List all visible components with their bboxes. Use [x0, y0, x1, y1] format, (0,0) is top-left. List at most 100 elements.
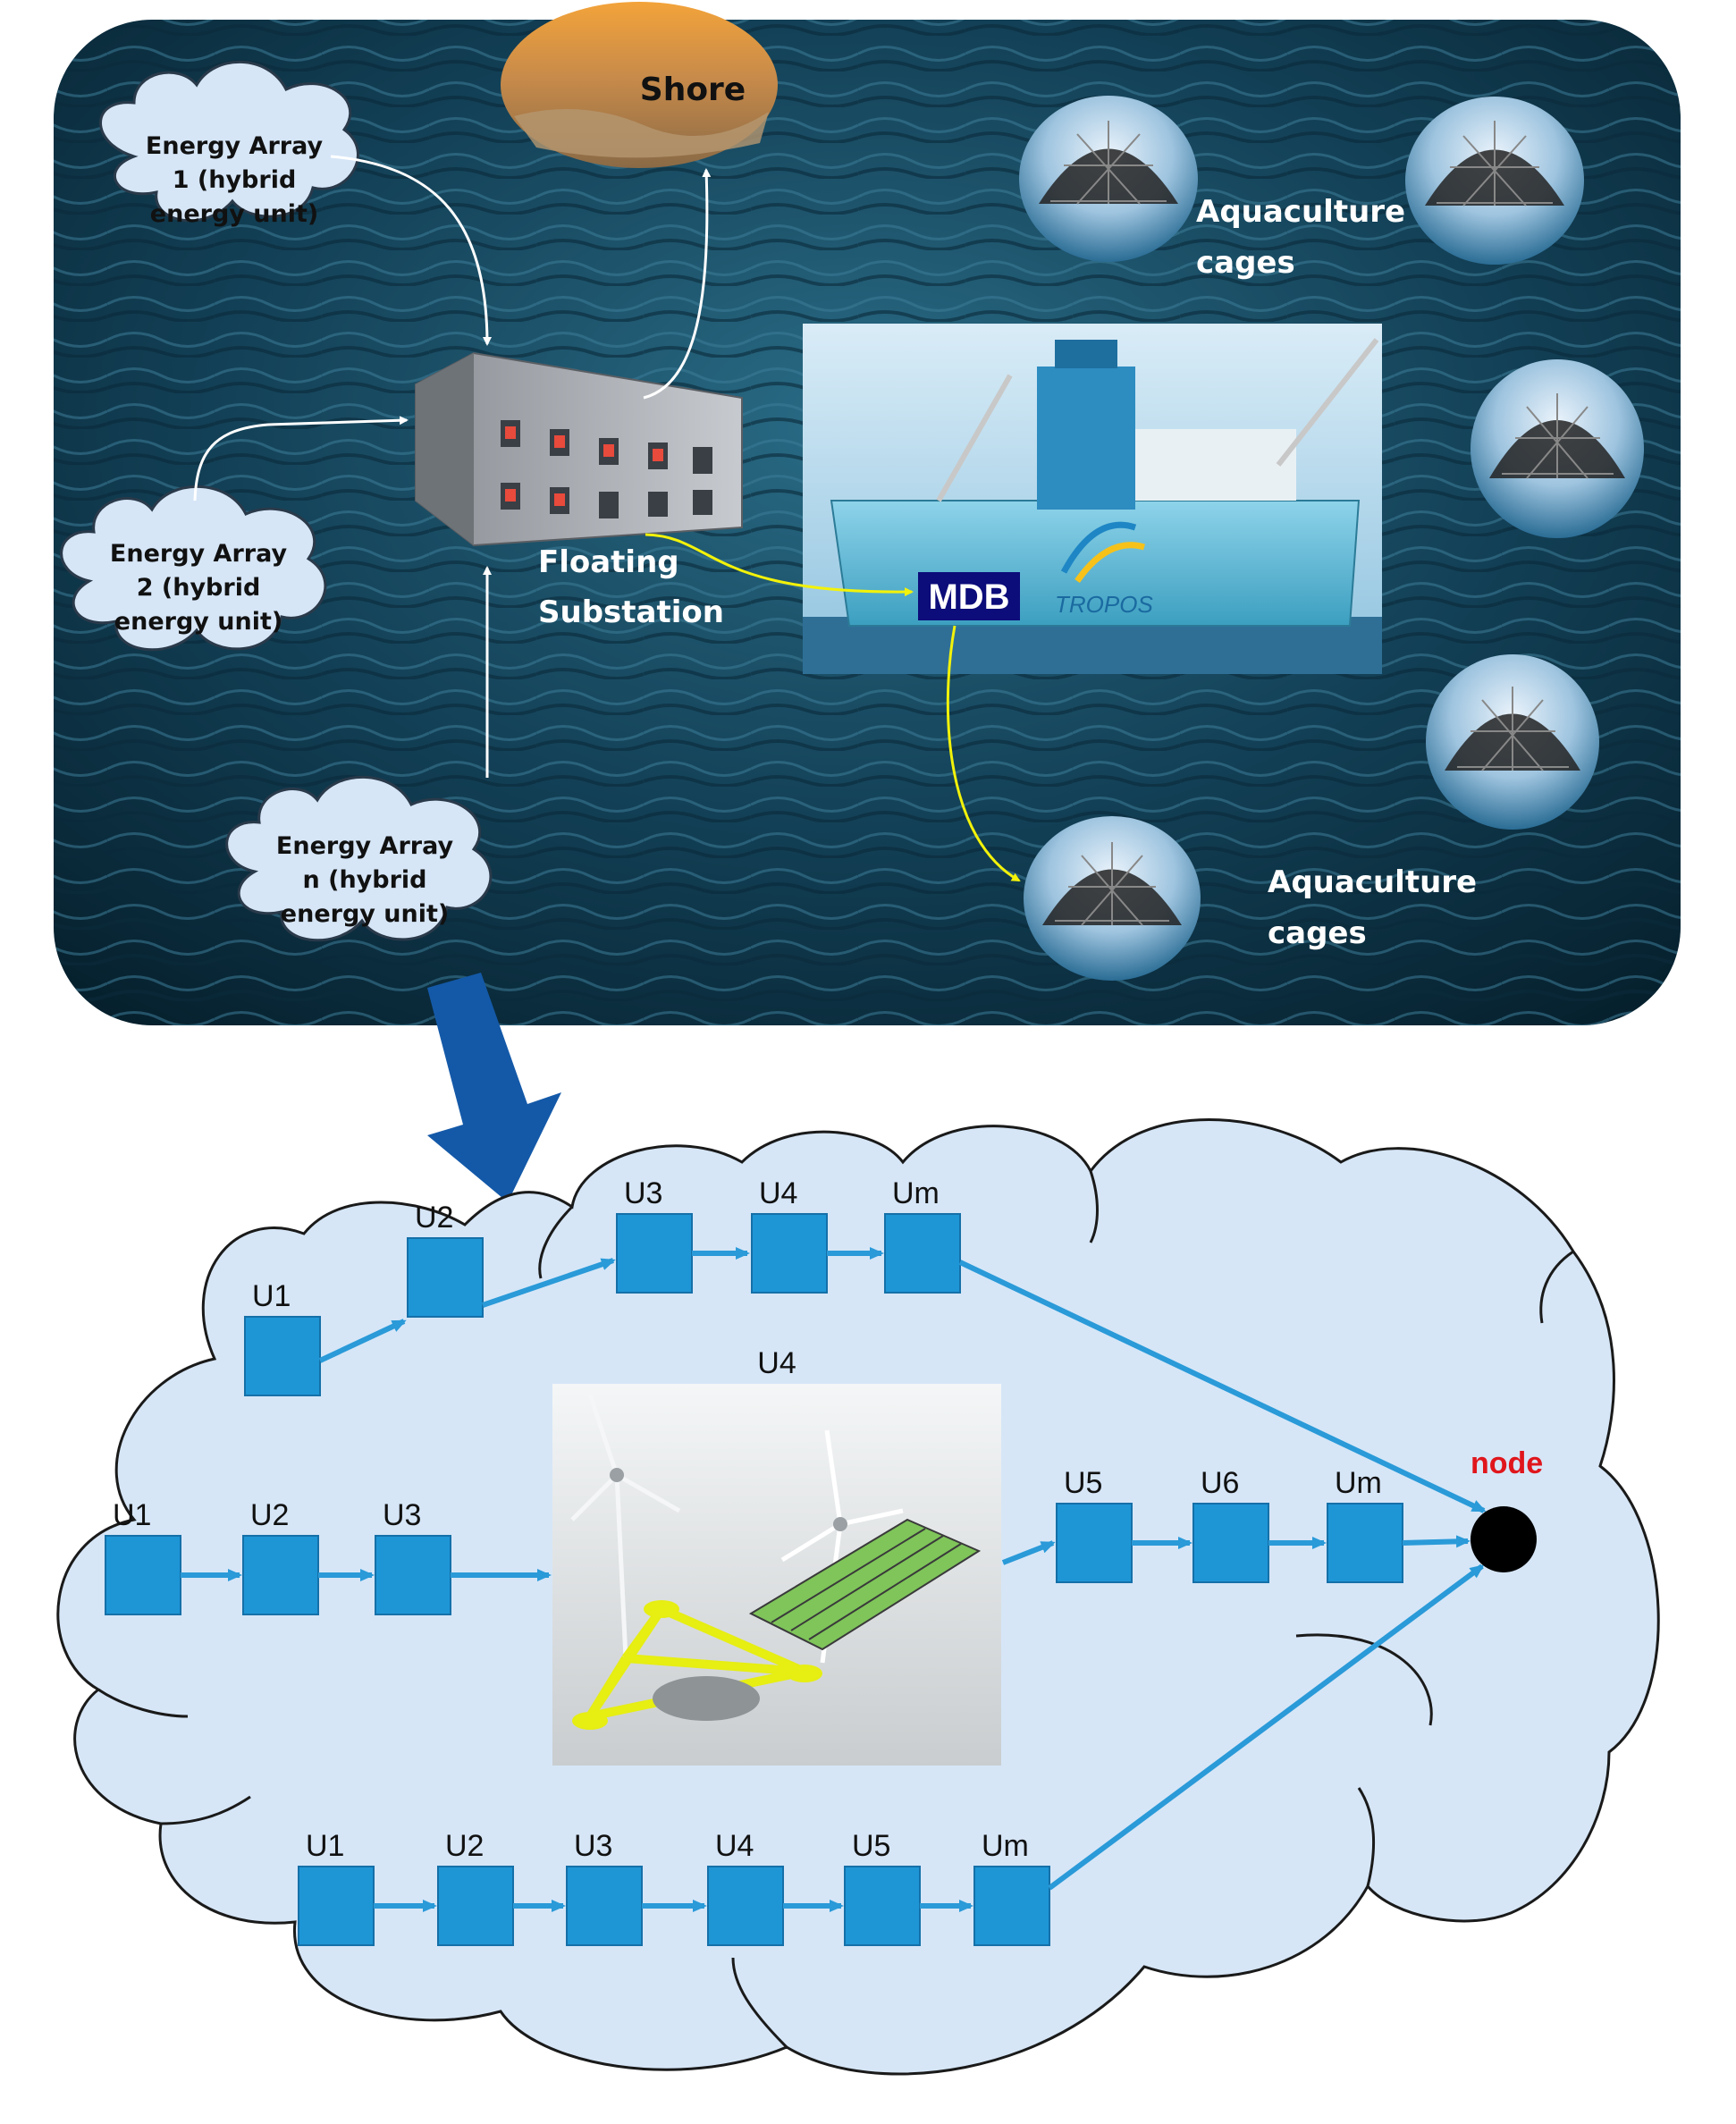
unit-label: U3: [383, 1498, 421, 1532]
unit-label: U1: [252, 1279, 291, 1313]
link-array2-to-substation: [193, 416, 409, 502]
unit-label: Um: [1335, 1466, 1382, 1500]
turbine-1: [570, 1394, 681, 1659]
energy-array-1-line1: Energy Array: [146, 132, 324, 160]
unit-label: U2: [445, 1829, 484, 1863]
floating-substation-image: [415, 351, 743, 547]
link-array1-to-substation: [330, 155, 492, 346]
hybrid-unit-label: U4: [757, 1346, 796, 1380]
unit-label: U3: [624, 1176, 662, 1210]
turbine-1-hub: [610, 1468, 624, 1482]
floating-substation-line1: Floating: [538, 544, 679, 580]
unit-label: U2: [250, 1498, 289, 1532]
unit-label: U1: [306, 1829, 344, 1863]
energy-array-1: Energy Array 1 (hybrid energy unit): [99, 60, 359, 228]
cages-label-1-line1: Aquaculture: [1196, 194, 1405, 230]
cage-2: [1405, 97, 1584, 265]
unit-box: [105, 1535, 181, 1615]
floating-substation-line2: Substation: [538, 594, 724, 630]
foundation-float-2: [644, 1600, 679, 1618]
switchgear-side: [416, 353, 474, 545]
unit-box: [1327, 1503, 1403, 1583]
unit-box: [244, 1316, 321, 1396]
mdb-box: [918, 572, 1020, 620]
unit-box: [751, 1213, 828, 1294]
node-label: node: [1471, 1446, 1543, 1480]
unit-arrow: [482, 1258, 616, 1308]
energy-array-n: Energy Array n (hybrid energy unit): [225, 775, 493, 942]
cloud-shape: [60, 485, 327, 652]
energy-array-n-line3: energy unit): [281, 900, 449, 928]
foundation-hub: [653, 1676, 760, 1721]
cage-5: [1024, 816, 1201, 981]
foundation-float-1: [572, 1712, 608, 1730]
switchgear-indicators: [505, 426, 663, 506]
tropos-logo: TROPOS: [1055, 521, 1153, 618]
energy-array-1-line3: energy unit): [150, 200, 318, 228]
energy-array-2-line1: Energy Array: [110, 540, 288, 568]
unit-box: [844, 1866, 921, 1946]
energy-array-2-line3: energy unit): [114, 608, 282, 636]
unit-label: Um: [892, 1176, 940, 1210]
cloud-shape: [225, 775, 493, 942]
cage-1: [1019, 96, 1198, 262]
unit-arrow: [318, 1319, 407, 1363]
shore-label: Shore: [640, 72, 746, 108]
solar-platform: [748, 1518, 982, 1651]
cage-3: [1471, 359, 1644, 538]
ship-image: TROPOS: [803, 324, 1382, 674]
unit-label: U6: [1201, 1466, 1239, 1500]
cage-4: [1426, 654, 1599, 830]
unit-box: [884, 1213, 961, 1294]
energy-array-n-line2: n (hybrid: [302, 866, 426, 894]
cages-label-2-line1: Aquaculture: [1268, 864, 1477, 900]
cages-label-2-line2: cages: [1268, 915, 1367, 951]
zoom-arrow: [427, 973, 561, 1202]
cloud-shape: [99, 60, 359, 223]
unit-label: U4: [715, 1829, 754, 1863]
energy-array-2-line2: 2 (hybrid: [137, 574, 261, 602]
unit-arrow: [1402, 1535, 1471, 1548]
unit-box: [1056, 1503, 1133, 1583]
unit-box: [242, 1535, 319, 1615]
unit-label: U1: [113, 1498, 151, 1532]
unit-box: [1192, 1503, 1269, 1583]
unit-arrow: [958, 1260, 1487, 1513]
shore-sand: [514, 109, 769, 158]
unit-box: [973, 1866, 1050, 1946]
unit-label: Um: [982, 1829, 1029, 1863]
cloud-contours: [97, 1170, 1574, 2049]
shore: Shore: [501, 2, 778, 168]
unit-box: [566, 1866, 643, 1946]
unit-box: [407, 1237, 484, 1318]
turbine-2-hub: [833, 1517, 847, 1531]
ship-tower: [1037, 367, 1135, 510]
cages-label-1-line2: cages: [1196, 245, 1295, 281]
tropos-label: TROPOS: [1055, 591, 1153, 618]
unit-box: [616, 1213, 693, 1294]
unit-arrow: [1001, 1540, 1056, 1565]
unit-box: [707, 1866, 784, 1946]
aquaculture-cages: [1019, 96, 1644, 981]
mdb-label: MDB: [928, 577, 1009, 617]
energy-array-2: Energy Array 2 (hybrid energy unit): [60, 485, 327, 652]
ship-cranes: [936, 338, 1379, 502]
energy-array-n-line1: Energy Array: [276, 832, 454, 860]
unit-label: U2: [415, 1201, 453, 1235]
white-links: [193, 155, 712, 779]
link-substation-to-mdb: [645, 533, 914, 597]
energy-array-1-line2: 1 (hybrid: [173, 166, 297, 194]
unit-label: U5: [1064, 1466, 1102, 1500]
ship-tower-top: [1055, 340, 1117, 368]
unit-label: U4: [759, 1176, 797, 1210]
unit-label: U5: [852, 1829, 890, 1863]
yellow-links: [645, 533, 1021, 882]
link-substation-to-shore: [643, 168, 712, 400]
unit-box: [375, 1535, 451, 1615]
hybrid-unit-image: [552, 1384, 1001, 1766]
unit-arrow: [1048, 1564, 1485, 1891]
node-circle: [1471, 1506, 1537, 1572]
unit-box: [437, 1866, 514, 1946]
